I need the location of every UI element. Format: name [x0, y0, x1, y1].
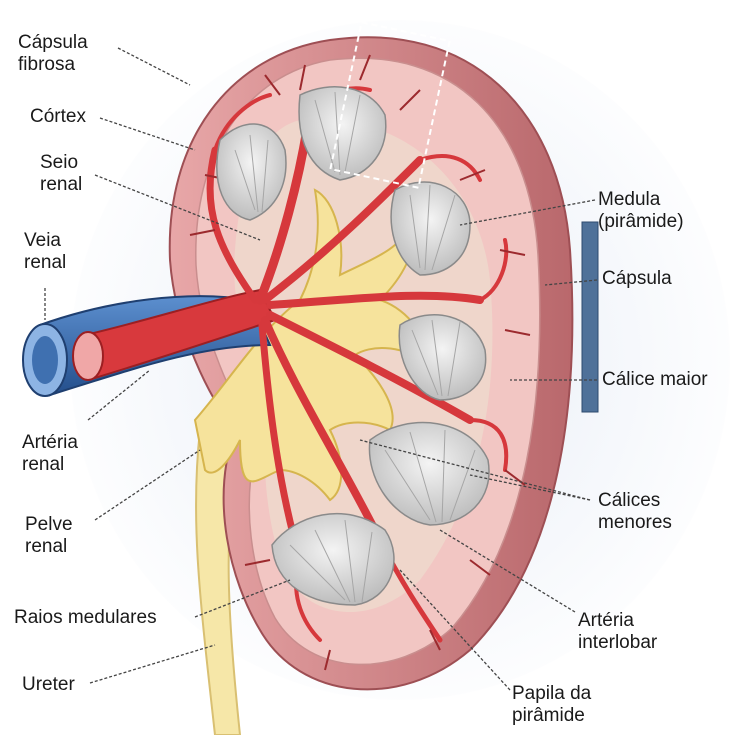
- label-veia-renal-line1: Veia: [24, 230, 66, 252]
- label-calices-menores-line1: Cálices: [598, 490, 672, 512]
- renal-artery-lumen: [73, 332, 103, 380]
- label-raios-medulares-line1: Raios medulares: [14, 607, 157, 629]
- label-calice-maior-line1: Cálice maior: [602, 369, 708, 391]
- label-medula: Medula (pirâmide): [598, 189, 684, 233]
- label-veia-renal: Veia renal: [24, 230, 66, 274]
- label-medula-line1: Medula: [598, 189, 684, 211]
- label-arteria-renal: Artéria renal: [22, 432, 78, 476]
- label-arteria-interlobar: Artéria interlobar: [578, 610, 657, 654]
- label-arteria-renal-line1: Artéria: [22, 432, 78, 454]
- label-capsula: Cápsula: [602, 268, 672, 290]
- renal-vein-lumen-inner: [32, 336, 58, 384]
- label-arteria-interlobar-line2: interlobar: [578, 632, 657, 654]
- label-seio-renal-line2: renal: [40, 174, 82, 196]
- label-pelve-renal-line2: renal: [25, 536, 73, 558]
- label-arteria-renal-line2: renal: [22, 454, 78, 476]
- label-raios-medulares: Raios medulares: [14, 607, 157, 629]
- label-capsula-line1: Cápsula: [602, 268, 672, 290]
- label-papila-piramide-line2: pirâmide: [512, 705, 591, 727]
- label-calice-maior: Cálice maior: [602, 369, 708, 391]
- label-cortex-line1: Córtex: [30, 106, 86, 128]
- label-capsula-fibrosa: Cápsula fibrosa: [18, 32, 88, 76]
- label-papila-piramide: Papila da pirâmide: [512, 683, 591, 727]
- label-ureter: Ureter: [22, 674, 75, 696]
- label-capsula-fibrosa-line1: Cápsula: [18, 32, 88, 54]
- label-veia-renal-line2: renal: [24, 252, 66, 274]
- label-calices-menores: Cálices menores: [598, 490, 672, 534]
- label-calices-menores-line2: menores: [598, 512, 672, 534]
- label-papila-piramide-line1: Papila da: [512, 683, 591, 705]
- label-arteria-interlobar-line1: Artéria: [578, 610, 657, 632]
- label-capsula-fibrosa-line2: fibrosa: [18, 54, 88, 76]
- label-cortex: Córtex: [30, 106, 86, 128]
- label-ureter-line1: Ureter: [22, 674, 75, 696]
- scale-bar: [582, 222, 598, 412]
- label-seio-renal-line1: Seio: [40, 152, 82, 174]
- label-medula-line2: (pirâmide): [598, 211, 684, 233]
- label-pelve-renal-line1: Pelve: [25, 514, 73, 536]
- label-pelve-renal: Pelve renal: [25, 514, 73, 558]
- label-seio-renal: Seio renal: [40, 152, 82, 196]
